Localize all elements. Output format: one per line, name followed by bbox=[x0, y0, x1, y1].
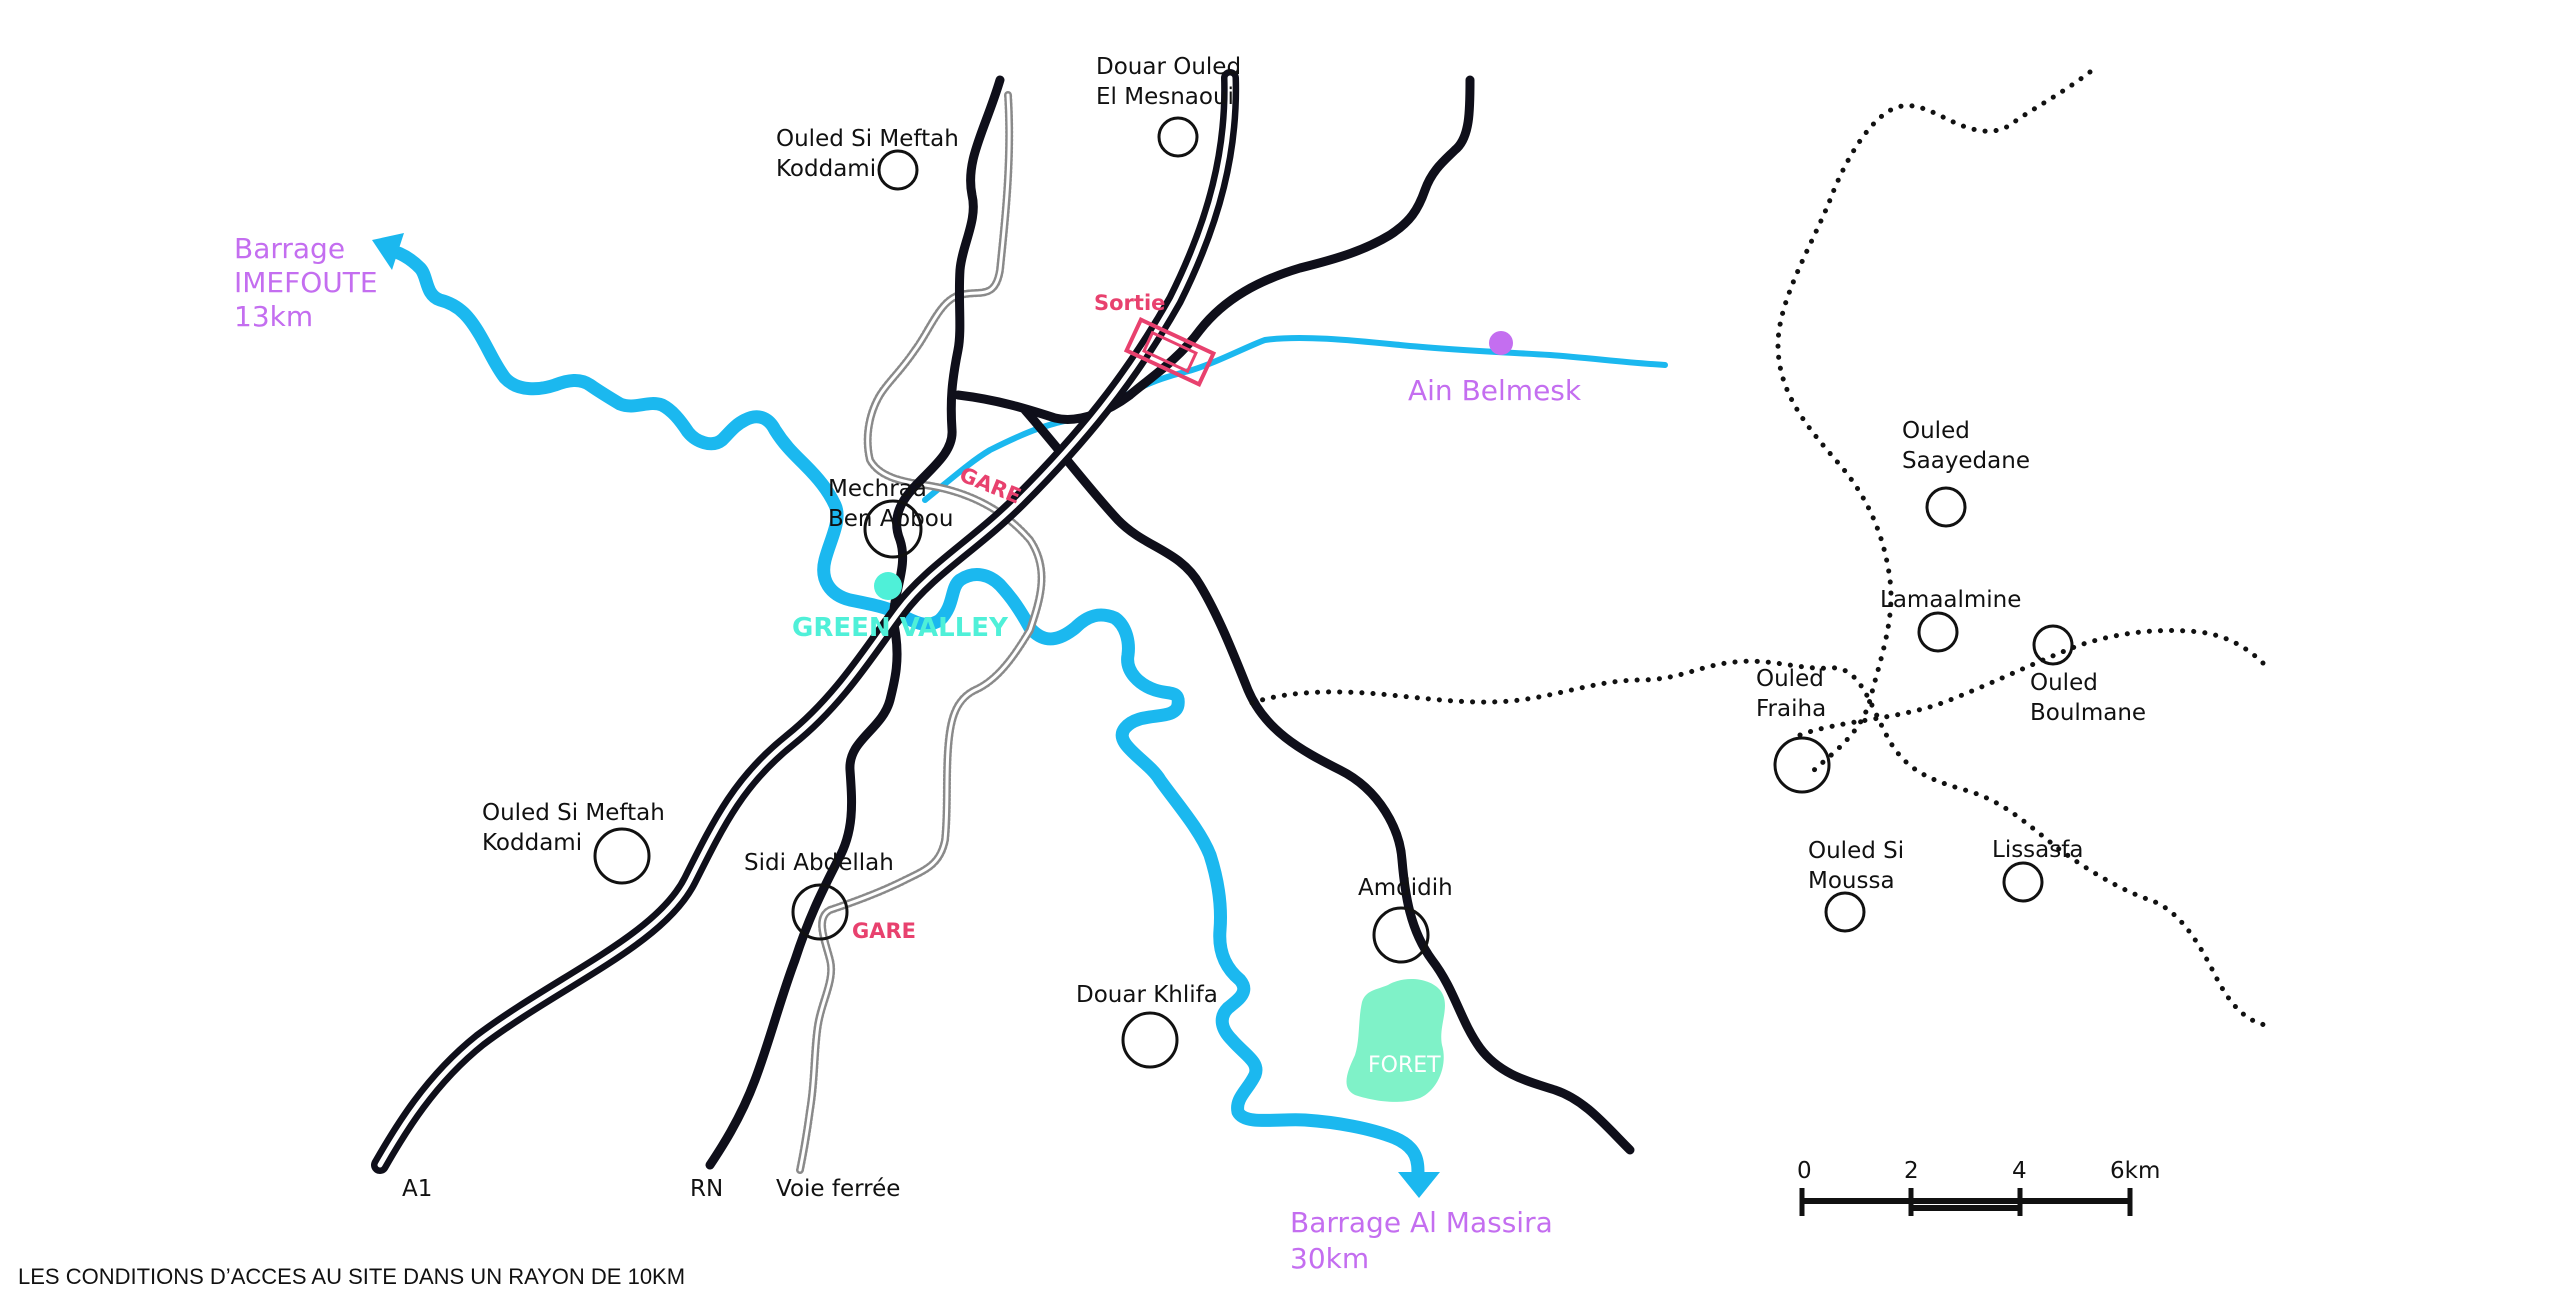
road-southeast bbox=[1020, 405, 1635, 1155]
label-lissasfa: Lissasfa bbox=[1992, 837, 2083, 863]
village-circle-lamaalmine bbox=[1917, 611, 1959, 653]
village-circle-lissasfa bbox=[2002, 861, 2044, 903]
green-valley-dot bbox=[874, 572, 902, 600]
label-rn: RN bbox=[690, 1176, 723, 1202]
scale-label-0: 0 bbox=[1797, 1158, 1812, 1184]
river-imefoute bbox=[381, 243, 907, 622]
village-circles bbox=[593, 116, 2074, 1069]
arrow-imefoute bbox=[372, 233, 404, 270]
label-sortie: Sortie bbox=[1094, 291, 1165, 315]
tracks bbox=[1249, 69, 2268, 1028]
road-east-north bbox=[953, 75, 1475, 424]
label-green-valley: GREEN VALLEY bbox=[792, 613, 1009, 643]
scale-label-4: 4 bbox=[2012, 1158, 2027, 1184]
arrow-al-massira bbox=[1398, 1172, 1440, 1198]
label-foret: FORET bbox=[1368, 1053, 1441, 1078]
label-ouled-si-moussa: Ouled Si Moussa bbox=[1808, 838, 1911, 894]
label-douar-ouled-el-mesnaoui: Douar Ouled El Mesnaoui bbox=[1096, 54, 1248, 110]
label-sidi-abdellah: Sidi Abdellah bbox=[744, 850, 894, 876]
village-circle-si-moussa bbox=[1824, 891, 1866, 933]
scale-label-2: 2 bbox=[1904, 1158, 1919, 1184]
map-caption: LES CONDITIONS D’ACCES AU SITE DANS UN R… bbox=[18, 1264, 685, 1289]
village-circle-boulmane bbox=[2032, 624, 2074, 666]
sortie-marker bbox=[1123, 317, 1217, 387]
scale-bar: 0 2 4 6km bbox=[1797, 1158, 2160, 1216]
label-a1: A1 bbox=[402, 1176, 432, 1202]
label-barrage-imefoute: Barrage IMEFOUTE 13km bbox=[234, 232, 386, 333]
village-circle-si-meftah-north bbox=[877, 149, 919, 191]
highway-a1 bbox=[371, 69, 1240, 1174]
label-mechraa-ben-abbou: Mechraa Ben Abbou bbox=[828, 476, 953, 532]
label-gare-north: GARE bbox=[956, 462, 1024, 508]
track-north bbox=[1775, 69, 2093, 778]
label-amdidih: Amdidih bbox=[1358, 875, 1453, 901]
village-circle-mesnaoui bbox=[1157, 116, 1199, 158]
village-circle-amdidih bbox=[1372, 906, 1430, 964]
label-voie-ferree: Voie ferrée bbox=[776, 1176, 900, 1202]
label-ouled-saayedane: Ouled Saayedane bbox=[1902, 418, 2030, 474]
label-ain-belmesk: Ain Belmesk bbox=[1408, 374, 1582, 407]
scale-label-6km: 6km bbox=[2110, 1158, 2160, 1184]
label-barrage-al-massira: Barrage Al Massira 30km bbox=[1290, 1206, 1562, 1275]
village-circle-mechraa bbox=[863, 499, 923, 559]
label-ouled-boulmane: Ouled Boulmane bbox=[2030, 670, 2146, 726]
label-lamaalmine: Lamaalmine bbox=[1880, 587, 2021, 613]
railway-main-inner bbox=[798, 93, 1044, 1172]
label-ouled-si-meftah-south: Ouled Si Meftah Koddami bbox=[482, 800, 672, 856]
village-circle-saayedane bbox=[1925, 486, 1967, 528]
label-ouled-si-meftah-north: Ouled Si Meftah Koddami bbox=[776, 126, 966, 182]
label-ouled-fraiha: Ouled Fraiha bbox=[1756, 666, 1831, 722]
village-circle-sidi-abdellah bbox=[791, 883, 849, 941]
river-main bbox=[893, 568, 1425, 1182]
village-circle-khlifa bbox=[1121, 1011, 1179, 1069]
ain-belmesk-dot bbox=[1489, 331, 1513, 355]
label-gare-south: GARE bbox=[852, 919, 916, 943]
village-circle-fraiha bbox=[1773, 736, 1831, 794]
forest-area bbox=[1346, 978, 1445, 1102]
village-circle-si-meftah-south bbox=[593, 827, 651, 885]
railways bbox=[796, 91, 1046, 1174]
label-douar-khlifa: Douar Khlifa bbox=[1076, 982, 1218, 1008]
